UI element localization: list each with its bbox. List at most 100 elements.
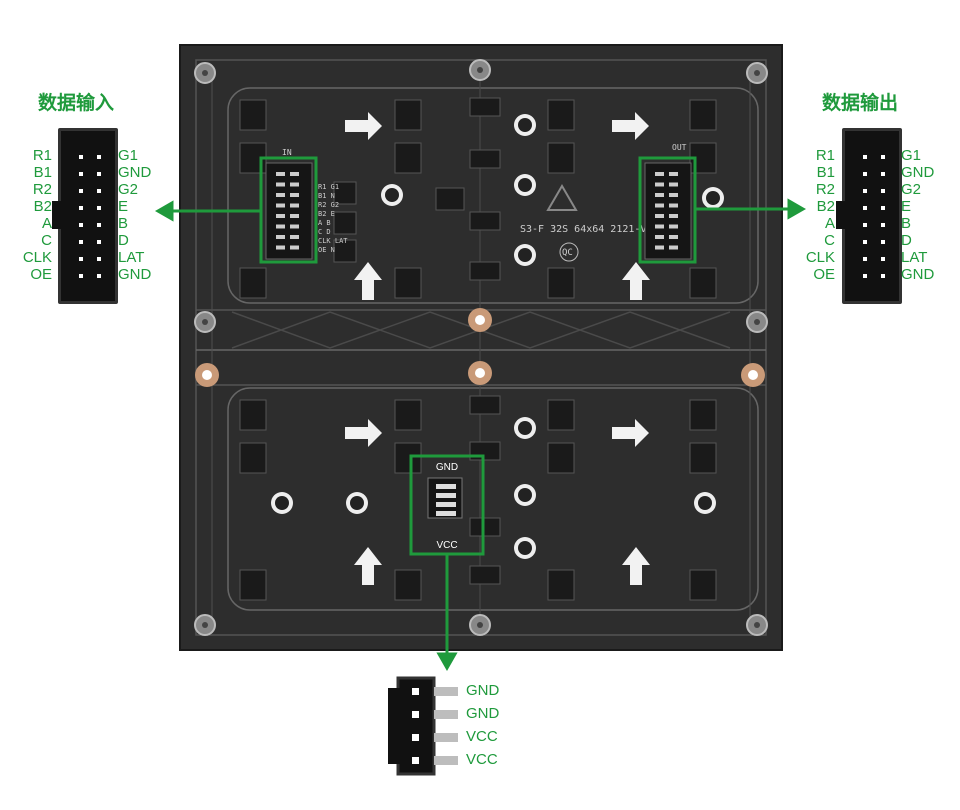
connector-pin-row	[863, 272, 887, 280]
connector-pin	[79, 274, 83, 278]
connector-pin-row	[79, 153, 103, 161]
output-connector	[836, 128, 902, 304]
screw-holes	[194, 59, 768, 636]
header-pin	[669, 203, 678, 208]
input-pin-label: G2	[118, 181, 139, 198]
input-pin-label: LAT	[118, 249, 145, 266]
input-arrow	[154, 200, 174, 222]
in-silk-label: B2 E	[318, 210, 335, 218]
in-silk-label: R1 G1	[318, 183, 339, 191]
connector-pin	[863, 257, 867, 261]
power-header-vcc-label: VCC	[436, 540, 457, 551]
in-silk-label: C D	[318, 228, 331, 236]
connector-pin-row	[79, 170, 103, 178]
connector-pin	[881, 189, 885, 193]
connector-pin	[881, 206, 885, 210]
output-pin-label: D	[901, 232, 912, 249]
connector-pin-row	[863, 187, 887, 195]
connector-pin	[79, 189, 83, 193]
connector-pin-row	[863, 170, 887, 178]
connector-pin	[881, 155, 885, 159]
connector-pin	[881, 223, 885, 227]
output-pin-label: CLK	[805, 249, 835, 266]
power-pin-label: VCC	[466, 751, 498, 768]
board-out-header	[644, 162, 692, 260]
header-pin	[290, 193, 299, 197]
connector-pin	[863, 240, 867, 244]
connector-pin-row	[79, 221, 103, 229]
header-pin	[290, 224, 299, 229]
header-pin	[276, 214, 285, 218]
in-silk-label: OE N	[318, 246, 335, 254]
output-pin-label: GND	[901, 164, 935, 181]
pcb-substrate	[179, 44, 783, 651]
input-pin-label: OE	[30, 266, 52, 283]
copper-pads	[195, 308, 765, 387]
qc-label: QC	[562, 248, 573, 258]
header-pin	[276, 172, 285, 176]
output-pin-label: OE	[813, 266, 835, 283]
output-arrow	[787, 198, 807, 220]
input-connector	[52, 128, 118, 304]
input-pin-label: A	[41, 215, 52, 232]
output-pin-label: E	[901, 198, 912, 215]
connector-pin	[79, 240, 83, 244]
power-connector	[388, 676, 458, 776]
connector-pin	[863, 274, 867, 278]
connector-pin	[97, 189, 101, 193]
header-pin	[290, 214, 299, 218]
connector-pin-row	[79, 187, 103, 195]
connector-pin-row	[79, 238, 103, 246]
header-pin	[655, 214, 664, 218]
header-pin	[290, 172, 299, 176]
output-pin-label: R2	[815, 181, 835, 198]
connector-pin	[79, 223, 83, 227]
connector-pin	[79, 206, 83, 210]
header-pin	[669, 214, 678, 218]
header-pin	[655, 172, 664, 176]
header-pin	[276, 224, 285, 229]
header-pin	[290, 182, 299, 187]
power-pin-label: GND	[466, 682, 500, 699]
input-pin-label: GND	[118, 266, 152, 283]
header-pin	[655, 182, 664, 187]
header-pin	[655, 245, 664, 250]
input-title: 数据输入	[38, 92, 115, 114]
connector-pin	[881, 240, 885, 244]
connector-pin-row	[79, 272, 103, 280]
board-in-header	[265, 162, 313, 260]
output-pin-label: B	[901, 215, 912, 232]
connector-pin	[97, 155, 101, 159]
output-pin-label: G2	[901, 181, 922, 198]
output-pin-label: B1	[816, 164, 835, 181]
header-pin	[276, 203, 285, 208]
in-silk-label: B1 N	[318, 192, 335, 200]
output-pin-label: B2	[816, 198, 835, 215]
header-pin	[669, 182, 678, 187]
in-silk-label: CLK LAT	[318, 237, 348, 245]
input-pin-label: GND	[118, 164, 152, 181]
header-pin	[655, 193, 664, 197]
connector-pin-row	[79, 255, 103, 263]
driver-ics	[239, 97, 717, 601]
header-pin	[276, 182, 285, 187]
connector-pin	[97, 240, 101, 244]
connector-pin	[881, 274, 885, 278]
header-pin	[655, 235, 664, 239]
connector-pin	[97, 257, 101, 261]
connector-pin	[79, 172, 83, 176]
header-pin	[276, 245, 285, 250]
connector-pin	[881, 257, 885, 261]
connector-pin-row	[863, 153, 887, 161]
input-pin-label: B	[118, 215, 129, 232]
connector-pin	[863, 223, 867, 227]
header-pin	[669, 235, 678, 239]
output-pin-label: GND	[901, 266, 935, 283]
input-pin-label: R1	[32, 147, 52, 164]
connector-pin	[881, 172, 885, 176]
callout-arrows	[154, 198, 807, 672]
input-pin-label: E	[118, 198, 129, 215]
header-pin	[669, 245, 678, 250]
header-pin	[276, 235, 285, 239]
connector-pin	[79, 257, 83, 261]
